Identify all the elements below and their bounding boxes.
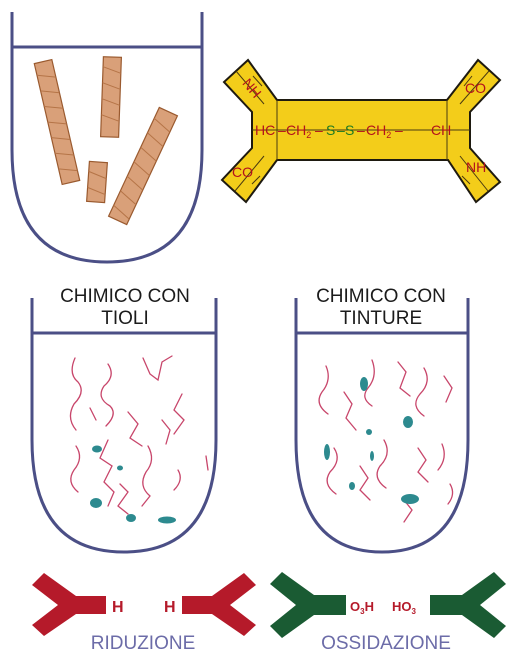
- dyes-beaker: [294, 298, 470, 554]
- oxidation-ho3: HO3: [392, 599, 417, 616]
- dye-molecule: [324, 444, 330, 460]
- hair-fiber: [85, 160, 109, 204]
- molecule-dash: –: [357, 122, 365, 138]
- hair-fibers: [33, 56, 179, 226]
- disulfide-molecule: NH CO CO NH HC – CH2 – S – S – CH2 – CH: [220, 58, 502, 204]
- reduction-h-right: H: [164, 599, 176, 616]
- oxidation-left-y: [270, 572, 346, 638]
- reduction-caption: RIDUZIONE: [91, 633, 196, 654]
- hair-fiber: [33, 58, 81, 186]
- molecule-co-right: CO: [465, 80, 486, 96]
- reduction-right-y: [182, 573, 256, 636]
- molecule-grid: [234, 70, 490, 192]
- reduction-group: H H RIDUZIONE: [32, 573, 256, 654]
- thiols-beaker-outline: [30, 298, 218, 554]
- molecule-ch2-right: CH2: [366, 122, 391, 140]
- molecule-dash: –: [337, 122, 345, 138]
- oxidation-group: O3H HO3 OSSIDAZIONE: [270, 572, 506, 654]
- reduction-h-left: H: [112, 599, 124, 616]
- thiol-molecule: [126, 514, 136, 522]
- thiols-beaker: [30, 298, 218, 554]
- hair-fiber: [107, 106, 179, 226]
- thiols-label: CHIMICO CON TIOLI: [60, 286, 190, 329]
- molecule-hc: HC: [255, 122, 275, 138]
- dye-molecule: [403, 416, 413, 428]
- dyes-label-line1: CHIMICO CON: [316, 286, 446, 307]
- thiol-molecule: [158, 516, 176, 524]
- thiols-label-line1: CHIMICO CON: [60, 286, 190, 307]
- oxidation-right-y: [430, 572, 506, 638]
- reduction-left-y: [32, 573, 106, 636]
- hair-fiber: [99, 56, 123, 138]
- oxidation-caption: OSSIDAZIONE: [321, 633, 451, 654]
- molecule-dash: –: [395, 122, 403, 138]
- molecule-s-right: S: [345, 122, 354, 138]
- dye-molecule: [366, 429, 372, 435]
- oxidation-o3h: O3H: [350, 599, 374, 616]
- top-beaker: [10, 12, 204, 264]
- thiol-molecule: [90, 498, 102, 508]
- molecule-co-left: CO: [232, 164, 253, 180]
- thiol-molecule: [117, 465, 123, 471]
- keratin-threads: [318, 359, 454, 523]
- molecule-ch: CH: [431, 122, 451, 138]
- molecule-dash: –: [278, 122, 286, 138]
- molecule-shape: [220, 58, 502, 204]
- keratin-threads: [69, 355, 209, 515]
- dyes-label-line2: TINTURE: [340, 308, 422, 329]
- dye-molecule: [370, 451, 374, 461]
- top-beaker-outline: [10, 12, 204, 264]
- thiol-molecules: [90, 445, 176, 524]
- dyes-label: CHIMICO CON TINTURE: [316, 286, 446, 329]
- dye-molecule: [360, 377, 368, 391]
- dye-molecule: [401, 494, 419, 504]
- thiol-molecule: [92, 445, 102, 453]
- dye-molecule: [349, 482, 355, 490]
- dye-molecules: [324, 377, 419, 504]
- molecule-s-left: S: [326, 122, 335, 138]
- molecule-dash: –: [315, 122, 323, 138]
- molecule-nh-right: NH: [466, 159, 486, 175]
- thiols-label-line2: TIOLI: [101, 308, 149, 329]
- dyes-beaker-outline: [294, 298, 470, 554]
- molecule-ch2-left: CH2: [286, 122, 311, 140]
